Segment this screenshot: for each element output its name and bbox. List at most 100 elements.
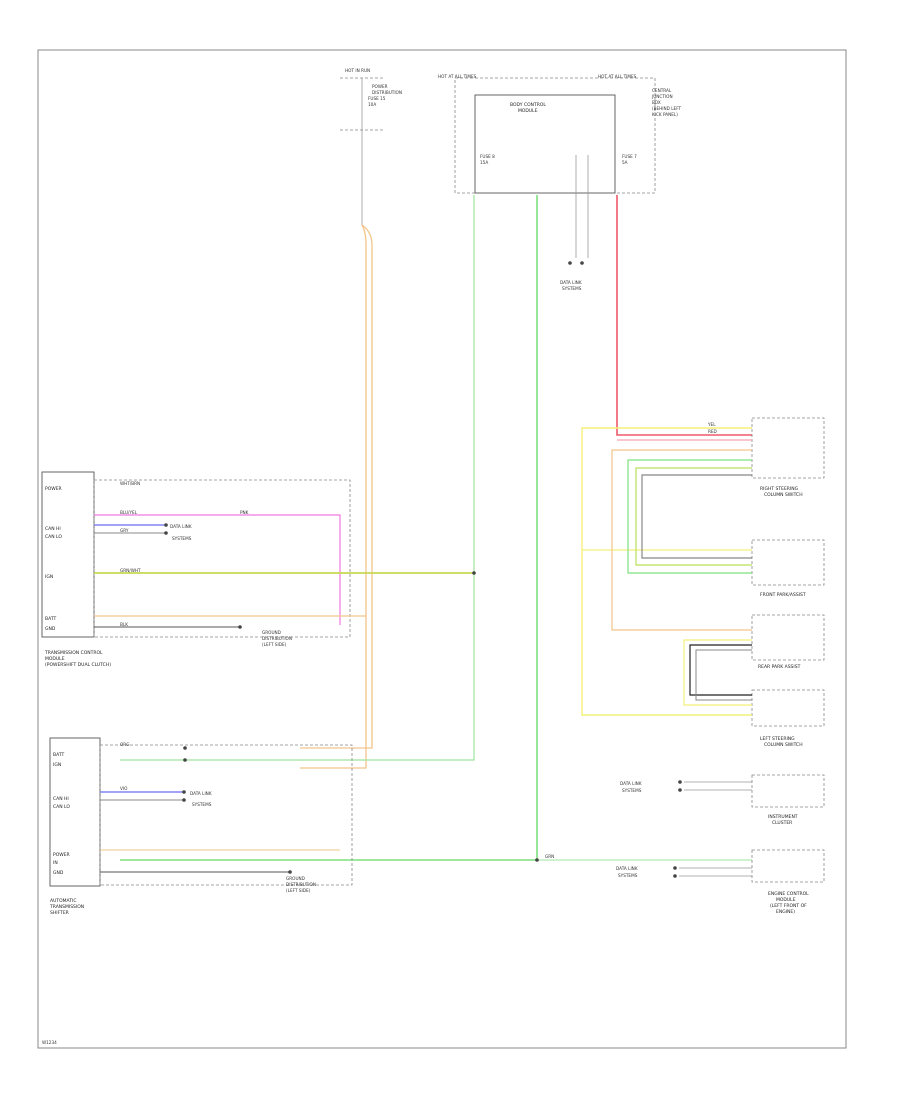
label-red: RED — [708, 429, 717, 434]
svg-text:REAR PARK ASSIST: REAR PARK ASSIST — [758, 664, 801, 670]
svg-text:10A: 10A — [368, 102, 376, 107]
svg-text:LEFT STEERING: LEFT STEERING — [760, 736, 795, 742]
tcm-ground-dist: GROUND — [262, 630, 281, 635]
svg-text:CAN HI: CAN HI — [45, 526, 61, 532]
wire-pink-tcm — [94, 514, 341, 625]
wire-gray-rpa — [695, 649, 752, 701]
wire-green-ign — [120, 195, 475, 761]
svg-text:15A: 15A — [480, 160, 488, 165]
svg-text:CENTRAL: CENTRAL — [652, 88, 672, 93]
svg-text:SYSTEMS: SYSTEMS — [562, 286, 582, 291]
wire-gray-ecm — [679, 867, 752, 877]
svg-text:FUSE 7: FUSE 7 — [622, 154, 637, 159]
svg-text:POWER: POWER — [53, 852, 70, 858]
label-yel: YEL — [707, 422, 716, 427]
wire-orange-2 — [300, 224, 367, 769]
svg-text:GND: GND — [53, 870, 64, 876]
transmission-control-module: POWER CAN HI CAN LO IGN BATT GND TRANSMI… — [41, 471, 351, 668]
wire-yellow-rpa — [683, 639, 752, 706]
svg-text:COLUMN SWITCH: COLUMN SWITCH — [764, 742, 803, 748]
svg-text:IGN: IGN — [45, 574, 53, 580]
label-gry: GRY — [120, 528, 129, 533]
svg-text:(POWERSHIFT DUAL CLUTCH): (POWERSHIFT DUAL CLUTCH) — [45, 662, 111, 668]
wire-lime-fpa2 — [635, 467, 752, 566]
svg-text:BATT: BATT — [53, 752, 64, 758]
label-grn: GRN — [545, 854, 554, 859]
label-org: ORG — [120, 742, 129, 747]
svg-text:FUSE 15: FUSE 15 — [368, 96, 386, 101]
svg-text:ENGINE): ENGINE) — [776, 909, 795, 915]
left-steering-column-switch: LEFT STEERING COLUMN SWITCH — [751, 689, 825, 748]
shifter-ground-dist2: DISTRIBUTION — [286, 882, 316, 887]
automatic-transmission-shifter: BATT IGN CAN HI CAN LO POWER IN GND AUTO… — [49, 737, 353, 916]
engine-control-module: ENGINE CONTROL MODULE (LEFT FRONT OF ENG… — [751, 849, 825, 915]
svg-text:KICK PANEL): KICK PANEL) — [652, 112, 678, 117]
svg-text:DATA LINK: DATA LINK — [560, 280, 582, 285]
label-pnk: PNK — [240, 510, 249, 515]
svg-text:TRANSMISSION: TRANSMISSION — [49, 904, 84, 910]
svg-text:BATT: BATT — [45, 616, 56, 622]
svg-text:IN: IN — [53, 860, 58, 866]
svg-text:FRONT PARK/ASSIST: FRONT PARK/ASSIST — [760, 592, 806, 598]
ipc-data-link: DATA LINK — [620, 781, 642, 786]
ipc-systems: SYSTEMS — [622, 788, 642, 793]
tcm-data-link: DATA LINK — [170, 524, 192, 529]
svg-text:BOX: BOX — [652, 100, 661, 105]
wire-gray-ipc — [684, 781, 752, 791]
shifter-ground-dist: GROUND — [286, 876, 305, 881]
wire-orange-1 — [300, 224, 373, 749]
svg-text:MODULE: MODULE — [518, 108, 538, 114]
svg-text:MODULE: MODULE — [45, 656, 65, 662]
wire-green-fpa1 — [627, 459, 752, 574]
body-control-module: BODY CONTROL MODULE HOT AT ALL TIMES HOT… — [438, 74, 682, 194]
tcm-ground-dist2: DISTRIBUTION — [262, 636, 292, 641]
front-park-assist: FRONT PARK/ASSIST — [751, 539, 825, 598]
svg-text:POWER: POWER — [45, 486, 62, 492]
wire-yellow-loop — [581, 427, 752, 716]
wire-black-rpa — [689, 644, 752, 696]
svg-text:POWER: POWER — [372, 84, 388, 89]
instrument-cluster: INSTRUMENT CLUSTER — [751, 774, 825, 826]
svg-text:5A: 5A — [622, 160, 628, 165]
right-steering-column-switch: RIGHT STEERING COLUMN SWITCH — [751, 417, 825, 498]
tcm-ground-dist3: (LEFT SIDE) — [262, 642, 287, 647]
svg-text:DISTRIBUTION: DISTRIBUTION — [372, 90, 402, 95]
fuse-hot-in-run: HOT IN RUN FUSE 15 10A POWER DISTRIBUTIO… — [340, 68, 402, 225]
svg-text:GND: GND — [45, 626, 56, 632]
svg-text:RIGHT STEERING: RIGHT STEERING — [760, 486, 799, 492]
svg-text:ENGINE CONTROL: ENGINE CONTROL — [768, 891, 809, 897]
svg-text:HOT AT ALL TIMES: HOT AT ALL TIMES — [438, 74, 477, 79]
label-blk: BLK — [120, 622, 128, 627]
tcm-systems: SYSTEMS — [172, 536, 192, 541]
svg-text:(LEFT FRONT OF: (LEFT FRONT OF — [770, 903, 807, 909]
svg-text:AUTOMATIC: AUTOMATIC — [50, 898, 77, 904]
data-link-note-top: DATA LINK SYSTEMS — [560, 155, 589, 291]
ecm-systems: SYSTEMS — [618, 873, 638, 878]
wire-orange-rpa — [611, 449, 752, 631]
rear-park-assist: REAR PARK ASSIST — [751, 614, 825, 670]
shifter-systems: SYSTEMS — [192, 802, 212, 807]
svg-text:SHIFTER: SHIFTER — [50, 910, 69, 916]
svg-text:CLUSTER: CLUSTER — [772, 820, 792, 826]
ecm-data-link: DATA LINK — [616, 866, 638, 871]
svg-text:JUNCTION: JUNCTION — [651, 94, 673, 99]
label-vio: VIO — [120, 786, 128, 791]
svg-text:IGN: IGN — [53, 762, 61, 768]
svg-text:CAN LO: CAN LO — [45, 534, 62, 540]
label-blu-yel: BLU/YEL — [120, 510, 138, 515]
svg-text:CAN LO: CAN LO — [53, 804, 70, 810]
shifter-ground-dist3: (LEFT SIDE) — [286, 888, 311, 893]
svg-text:FUSE 8: FUSE 8 — [480, 154, 495, 159]
svg-text:TRANSMISSION CONTROL: TRANSMISSION CONTROL — [44, 650, 103, 656]
svg-text:BODY CONTROL: BODY CONTROL — [510, 102, 546, 108]
page-ref: W1234 — [42, 1040, 57, 1045]
shifter-data-link: DATA LINK — [190, 791, 212, 796]
svg-text:CAN HI: CAN HI — [53, 796, 69, 802]
page-frame — [37, 49, 847, 1049]
label-wht-brn: WHT/BRN — [120, 481, 140, 486]
wire-gray-fpa — [641, 474, 752, 559]
label-grn-wht: GRN/WHT — [120, 568, 141, 573]
svg-text:COLUMN SWITCH: COLUMN SWITCH — [764, 492, 803, 498]
